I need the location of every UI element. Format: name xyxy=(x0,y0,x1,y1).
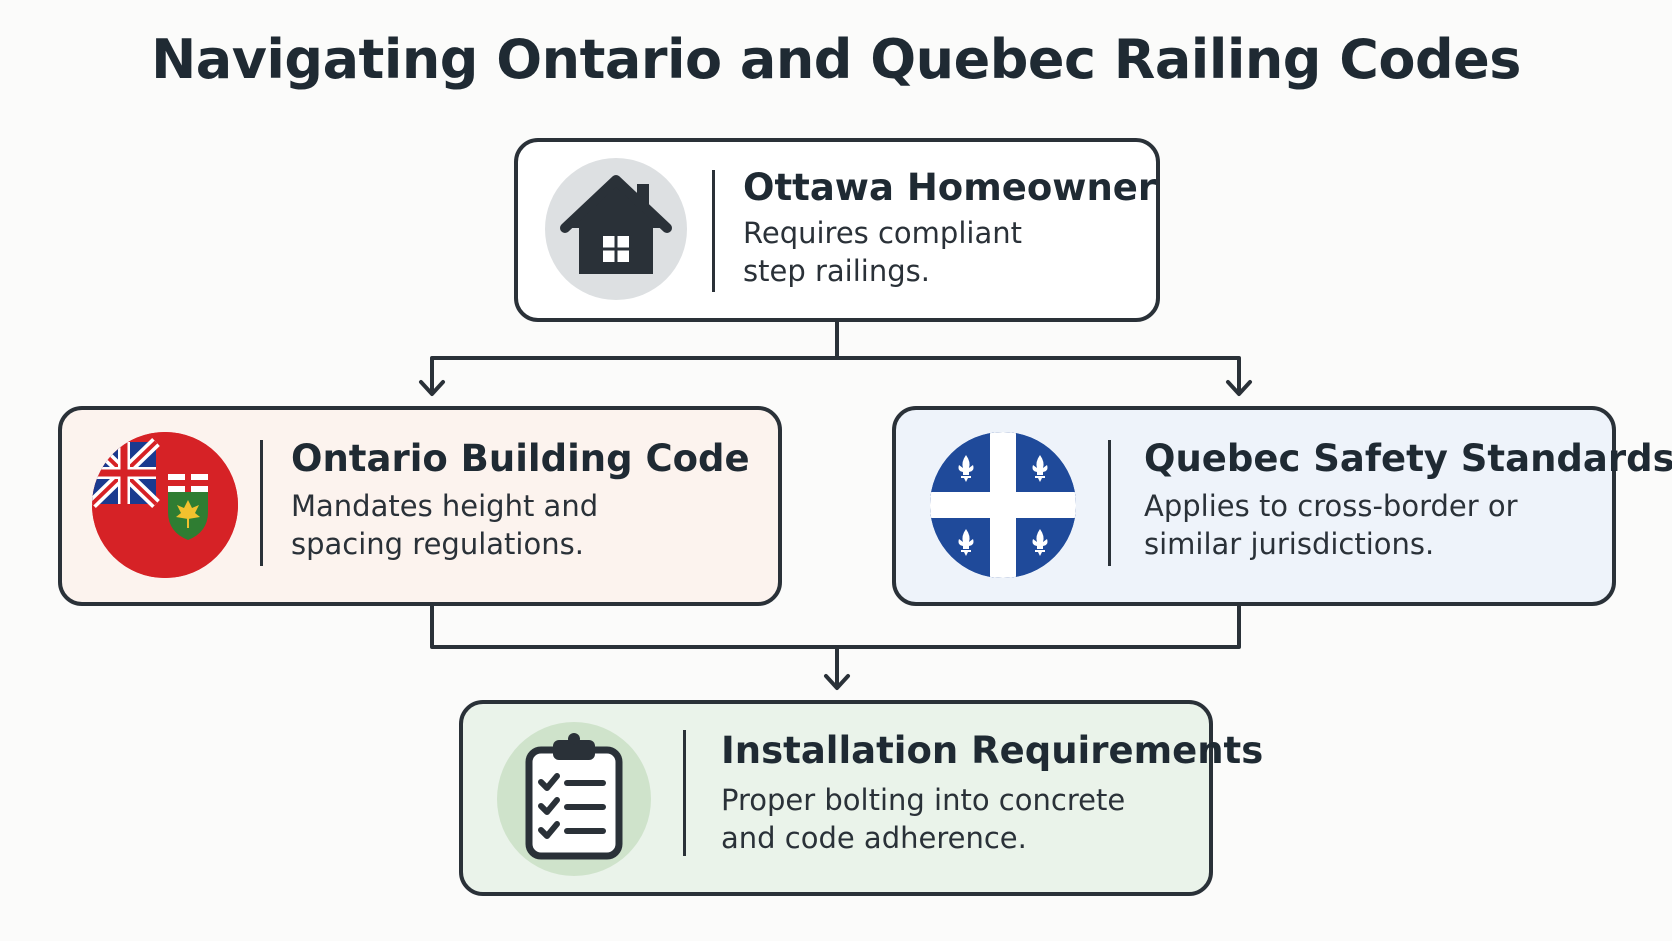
ontario-line-2: spacing regulations. xyxy=(291,527,584,561)
installation-requirements-card: Installation Requirements Proper bolting… xyxy=(459,700,1263,896)
installation-description: Proper bolting into concrete and code ad… xyxy=(721,781,1125,857)
quebec-heading: Quebec Safety Standards xyxy=(1144,437,1672,480)
connector-merge xyxy=(430,604,1241,688)
installation-heading: Installation Requirements xyxy=(721,729,1264,772)
ontario-flag-icon xyxy=(92,432,238,578)
diagram-title: Navigating Ontario and Quebec Railing Co… xyxy=(151,28,1521,91)
homeowner-card: Ottawa Homeowner Requires compliant step… xyxy=(514,138,1160,322)
ontario-code-card: Ontario Building Code Mandates height an… xyxy=(58,406,782,606)
ontario-description: Mandates height and spacing regulations. xyxy=(291,487,598,563)
house-icon xyxy=(545,158,687,300)
clipboard-checklist-icon xyxy=(497,722,651,876)
homeowner-line-2: step railings. xyxy=(743,254,930,288)
quebec-line-2: similar jurisdictions. xyxy=(1144,527,1435,561)
homeowner-description: Requires compliant step railings. xyxy=(743,214,1022,290)
arrowhead-quebec xyxy=(1226,380,1252,396)
quebec-flag-icon xyxy=(930,432,1076,578)
quebec-line-1: Applies to cross-border or xyxy=(1144,489,1518,523)
homeowner-line-1: Requires compliant xyxy=(743,216,1022,250)
quebec-standards-card: Quebec Safety Standards Applies to cross… xyxy=(892,406,1672,606)
connector-top-split xyxy=(430,320,1241,394)
ontario-line-1: Mandates height and xyxy=(291,489,599,523)
arrowhead-installation xyxy=(824,674,850,690)
quebec-description: Applies to cross-border or similar juris… xyxy=(1144,487,1518,563)
installation-line-2: and code adherence. xyxy=(721,821,1027,855)
arrowhead-ontario xyxy=(419,380,445,396)
ontario-heading: Ontario Building Code xyxy=(291,437,750,480)
installation-line-1: Proper bolting into concrete xyxy=(721,783,1126,817)
homeowner-heading: Ottawa Homeowner xyxy=(743,166,1157,209)
